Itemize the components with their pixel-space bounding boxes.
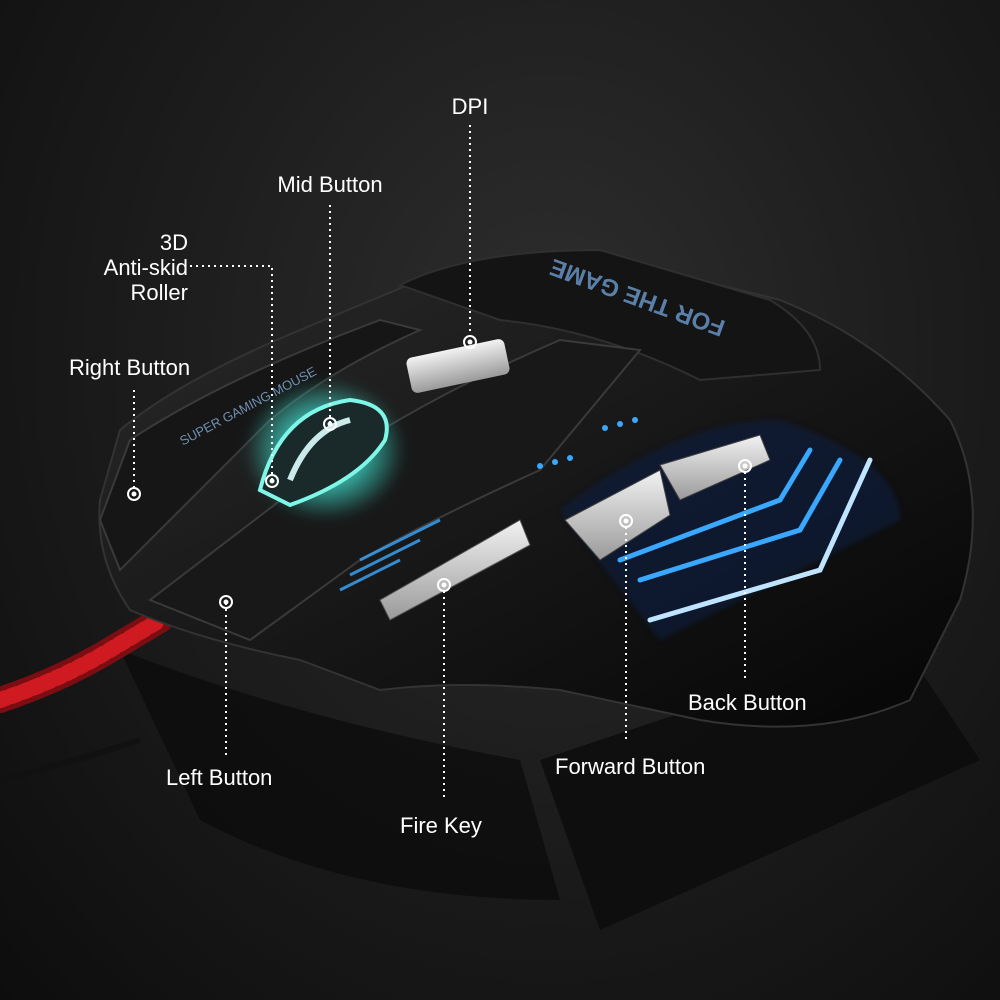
fire-key — [379, 519, 531, 621]
mouse-reflection — [120, 650, 560, 900]
back-button-label: Back Button — [688, 690, 807, 715]
side-blue-stripes — [339, 518, 441, 592]
roller-label-line3: Roller — [130, 280, 188, 305]
side-light-strips — [617, 447, 873, 623]
dpi-indicator-dots — [537, 417, 638, 469]
forward-button-label: Forward Button — [555, 754, 706, 779]
left-button-label: Left Button — [166, 765, 273, 790]
roller-label-line2: Anti-skid — [103, 255, 188, 280]
forward-button-key — [564, 469, 671, 561]
dpi-label: DPI — [451, 94, 489, 119]
callout-dots — [127, 335, 752, 609]
fire-key-label: Fire Key — [400, 813, 482, 838]
mid-button-label: Mid Button — [277, 172, 383, 197]
right-button-label: Right Button — [69, 355, 191, 380]
callout-lines — [133, 125, 746, 800]
dpi-key — [406, 339, 510, 393]
roller-label-line1: 3D — [159, 230, 188, 255]
back-button-key — [659, 434, 771, 501]
